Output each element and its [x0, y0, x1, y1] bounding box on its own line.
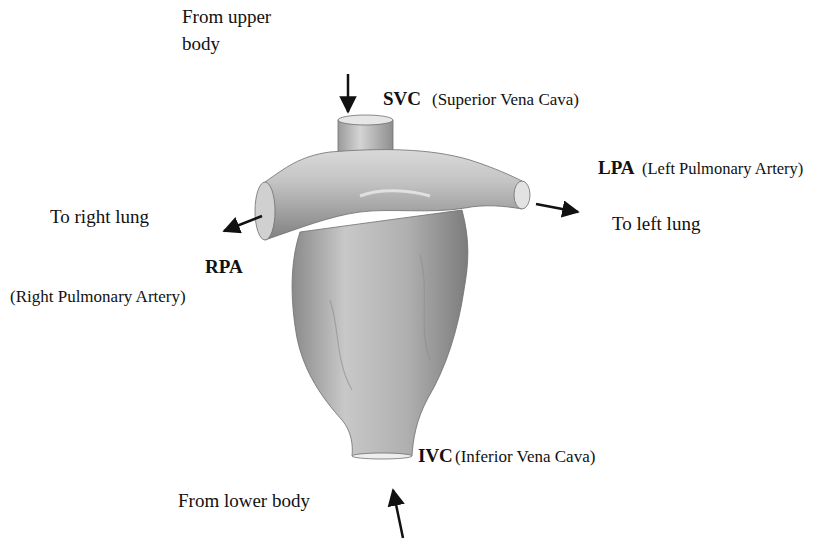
pulmonary-artery-tube — [265, 150, 522, 240]
flow-arrow — [393, 490, 403, 538]
flow-target-label: To left lung — [612, 213, 700, 236]
svc-opening — [338, 115, 393, 125]
flow-arrow — [224, 216, 262, 231]
vessel-abbrev: IVC — [418, 445, 453, 468]
rpa-opening — [255, 182, 275, 240]
vessel-name: (Superior Vena Cava) — [432, 90, 579, 110]
flow-source-label: From upper body — [182, 4, 294, 57]
lpa-opening — [514, 181, 530, 209]
vessel-abbrev: LPA — [598, 157, 635, 180]
flow-arrow — [347, 74, 350, 112]
anastomosis-seam — [360, 191, 430, 196]
vessel-name: (Inferior Vena Cava) — [455, 447, 595, 467]
flow-arrow — [536, 204, 578, 212]
vessel-name: (Right Pulmonary Artery) — [10, 287, 186, 307]
flow-target-label: To right lung — [50, 206, 149, 229]
vessel-name: (Left Pulmonary Artery) — [642, 159, 803, 179]
conduit-shading — [330, 255, 430, 390]
flow-source-label: From lower body — [178, 490, 310, 513]
vessel-abbrev: RPA — [205, 256, 243, 279]
vessel-abbrev: SVC — [383, 88, 421, 111]
ivc-opening — [352, 453, 412, 459]
atrial-conduit — [292, 210, 468, 456]
